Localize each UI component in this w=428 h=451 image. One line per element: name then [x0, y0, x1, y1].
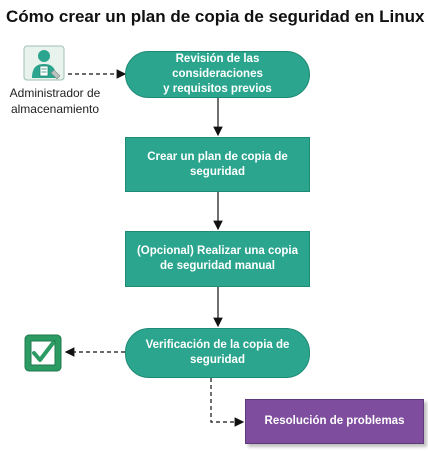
storage-admin-icon: [23, 45, 65, 81]
step4-line2: seguridad: [190, 354, 245, 366]
step4-line1: Verificación de la copia de: [145, 339, 290, 351]
actor-label-line1: Administrador de: [9, 86, 101, 100]
actor-label-line2: almacenamiento: [10, 102, 100, 116]
step-create-backup-plan: Crear un plan de copia de seguridad: [125, 137, 310, 192]
step-review-considerations: Revisión de las consideraciones y requis…: [125, 51, 310, 98]
step-verify-backup: Verificación de la copia de seguridad: [125, 328, 310, 378]
step2-line2: seguridad: [190, 165, 245, 178]
step-manual-backup: (Opcional) Realizar una copia de segurid…: [125, 231, 310, 287]
troubleshooting-label: Resolución de problemas: [264, 415, 405, 427]
step3-line1: (Opcional) Realizar una copia: [136, 245, 299, 257]
connector-step4-to-troubleshoot: [210, 378, 245, 427]
checkbox-icon: [24, 334, 62, 372]
step3-line2: de seguridad manual: [159, 260, 275, 272]
actor-label: Administrador de almacenamiento: [0, 85, 110, 117]
diagram-title: Cómo crear un plan de copia de seguridad…: [6, 7, 425, 26]
step1-line1: Revisión de las consideraciones: [172, 53, 263, 80]
troubleshooting-box: Resolución de problemas: [245, 399, 424, 444]
step2-line1: Crear un plan de copia de: [147, 150, 288, 163]
step1-line2: y requisitos previos: [163, 83, 272, 95]
